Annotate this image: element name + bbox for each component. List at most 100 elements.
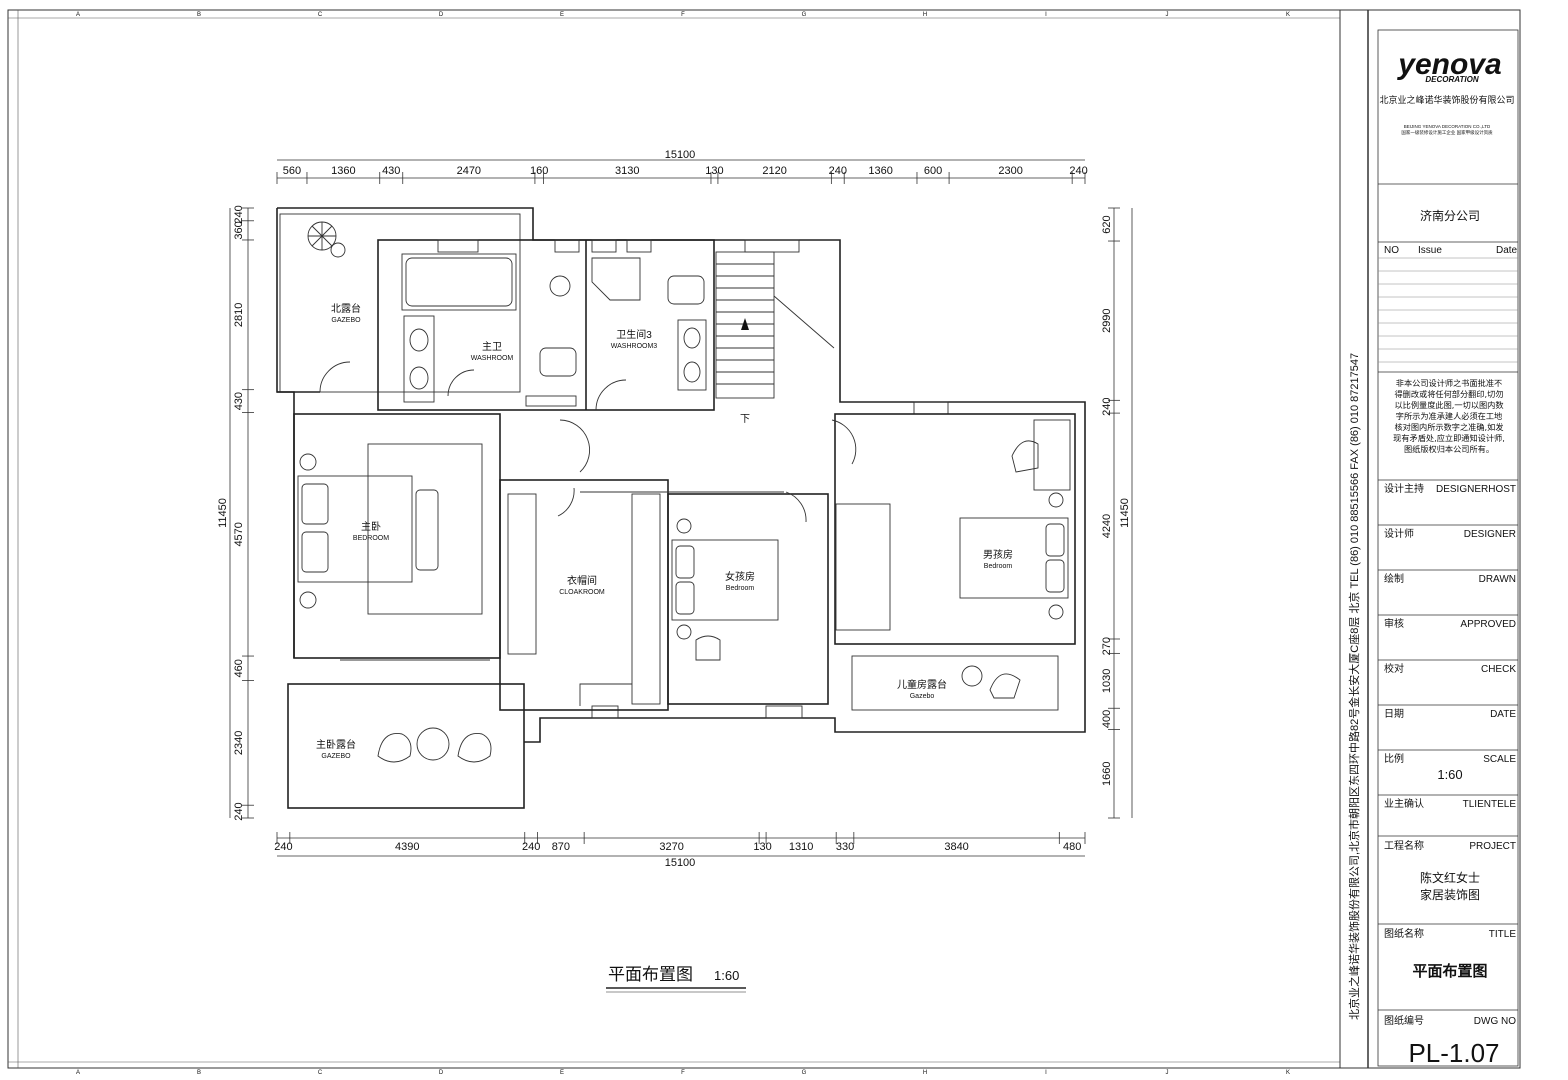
bathtub-inner [405,257,513,307]
sink [683,361,701,383]
grid-label: E [560,1070,564,1076]
master-bedroom-wall [293,413,501,659]
dim-value: 3130 [615,165,639,177]
dim-right-total: 11450 [1119,498,1131,528]
role-label-zh: 审核 [1384,617,1404,630]
dim-value: 130 [705,165,723,177]
shower-head [549,275,571,297]
drawing-scale: 1:60 [714,968,739,983]
grid-label: F [681,1070,685,1076]
role-label-zh: 比例 [1384,752,1404,765]
door-swing [557,487,575,517]
pillow [1045,523,1065,557]
company-note: 国家一级装修设计施工企业 国家甲级设计资质 [1401,129,1493,136]
desk [1033,419,1071,491]
drawing-label-zh: 图纸名称 [1384,927,1424,940]
role-label-en: DRAWN [1479,574,1516,585]
door-swing [559,419,590,473]
grid-label: C [318,12,323,18]
shower-washroom3 [591,257,641,301]
grid-label: F [681,12,685,18]
role-label-zh: 设计师 [1384,527,1414,540]
room-label-master-bedroom: 主卧 [361,520,381,533]
drawing-title: 平面布置图 [608,965,693,984]
dim-value: 2340 [233,731,245,755]
dim-value: 1360 [868,165,892,177]
armchair [377,733,412,763]
dim-value: 430 [233,392,245,410]
window [591,239,617,253]
window [765,705,803,719]
pillow [675,581,695,615]
room-label-boy-room: 男孩房 [983,548,1013,561]
sink [683,327,701,349]
room-label-master-bath: 主卫 [482,341,502,353]
bench [415,489,439,571]
window [744,239,800,253]
kids-gazebo-outline [851,655,1059,711]
door-swing [447,369,475,397]
floor-drain-strip [525,395,577,407]
window [626,239,652,253]
exterior-wall-left [276,208,295,658]
dim-value: 4390 [395,841,419,853]
company-name-en: BEIJING YENOVA DECORATION CO.,LTD [1404,124,1491,129]
room-label-kids-gazebo: 儿童房露台 [897,678,947,691]
dim-value: 870 [552,841,570,853]
room-label-en-master-bedroom: BEDROOM [353,535,389,542]
grid-label: B [197,1070,201,1076]
dim-bottom-total: 15100 [665,857,696,869]
door-swing [595,379,627,411]
dim-value: 240 [1069,165,1087,177]
rev-date-header: Date [1496,245,1518,256]
dwg-label-zh: 图纸编号 [1384,1014,1424,1027]
grid-label: D [439,1070,444,1076]
logo-sub: DECORATION [1425,75,1478,84]
grid-label: C [318,1070,323,1076]
dim-value: 2990 [1101,308,1113,332]
room-labels: 北露台GAZEBO主卫WASHROOM卫生间3WASHROOM3主卧BEDROO… [316,302,1013,760]
scale-value: 1:60 [1437,767,1462,782]
table [961,665,983,687]
dim-value: 620 [1101,215,1113,233]
dim-value: 1660 [1101,762,1113,786]
title-block: yenova DECORATION 北京业之峰诺华装饰股份有限公司 BEIJIN… [1377,29,1519,1068]
staircase [715,251,775,399]
plant-icon [307,221,346,258]
grid-label: K [1286,1070,1290,1076]
grid-label: G [802,12,807,18]
dim-value: 240 [829,165,847,177]
grid-label: H [923,1070,927,1076]
dim-value: 360 [233,221,245,239]
grid-label: G [802,1070,807,1076]
cloak-corner [579,683,632,706]
pillow [1045,559,1065,593]
room-label-en-north-gazebo: GAZEBO [331,317,361,324]
role-label-zh: 绘制 [1384,572,1404,585]
sink [409,328,429,352]
wardrobe-left [507,493,537,655]
dim-value: 2120 [762,165,786,177]
nightstand-lamp [1048,492,1064,508]
bath-block-wall [377,239,715,411]
branch-name: 济南分公司 [1420,208,1480,223]
vanity-washroom3 [677,319,707,391]
dwg-number: PL-1.07 [1408,1038,1499,1068]
logo-main: yenova [1396,48,1501,81]
role-label-en: CHECK [1481,664,1516,675]
pillow [301,483,329,525]
chair [989,673,1021,699]
room-label-en-master-bath: WASHROOM [471,355,514,362]
stair-break-line [773,295,835,349]
toilet-washroom3 [667,275,705,305]
grid-label: I [1045,1070,1047,1076]
drawing-label-en: TITLE [1489,929,1517,940]
master-rug [367,443,483,615]
wardrobe-right [631,493,661,705]
sink [409,366,429,390]
dim-value: 1360 [331,165,355,177]
role-label-en: APPROVED [1460,619,1516,630]
dim-value: 2810 [233,303,245,327]
role-label-zh: 设计主持 [1384,482,1424,495]
